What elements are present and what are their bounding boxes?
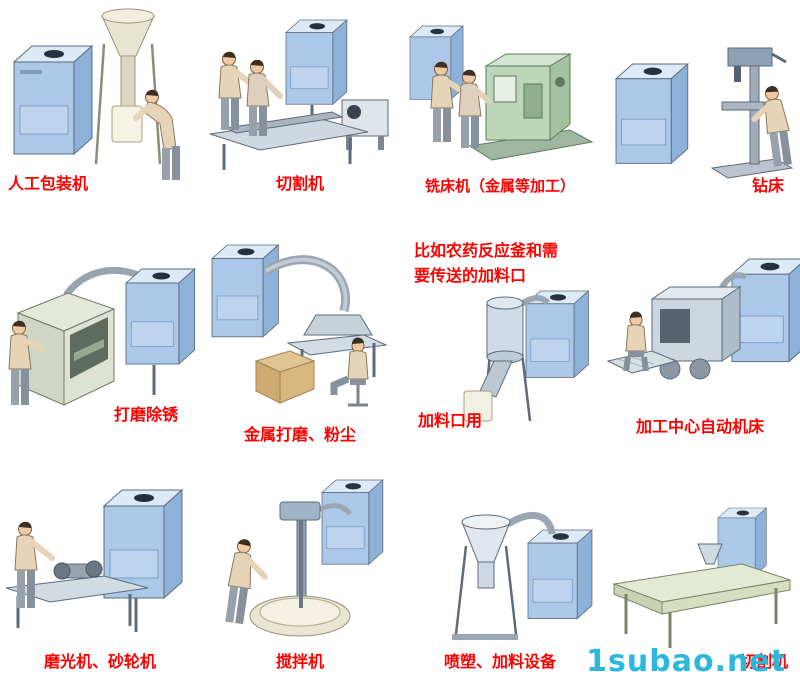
panel-spray-feeder: 喷塑、加料设备	[400, 466, 600, 689]
panel-label: 加料口用	[418, 410, 483, 430]
manual-packing-illustration	[12, 8, 180, 180]
duct-pipe	[316, 503, 352, 516]
worker-figure	[430, 61, 467, 142]
dust-collector-icon	[730, 258, 800, 363]
panel-polisher-grinder: 磨光机、砂轮机	[0, 466, 200, 689]
cutting-machine-illustration	[209, 19, 389, 170]
panel-mixer: 搅拌机	[200, 466, 400, 689]
panel-label: 加工中心自动机床	[635, 416, 765, 436]
dust-collector-icon	[124, 268, 196, 366]
cutting-table-illustration	[612, 507, 791, 648]
panel-metal-grinding: 金属打磨、粉尘	[200, 233, 400, 466]
dust-collector-icon	[284, 19, 348, 106]
panel-label: 人工包装机	[8, 173, 89, 193]
dust-collector-icon	[12, 44, 94, 156]
worker-figure	[133, 89, 180, 180]
panel-note: 比如农药反应釜和需要传送的加料口	[414, 241, 559, 285]
dust-collector-icon	[320, 479, 384, 566]
feeding-port-illustration	[463, 290, 590, 422]
worker-figure	[246, 59, 283, 136]
panel-milling-machine: 铣床机（金属等加工）	[400, 0, 600, 233]
cutting-table	[612, 563, 791, 648]
work-bench	[5, 575, 149, 628]
duct-pipe	[506, 511, 556, 535]
spray-feeder-illustration	[452, 511, 594, 640]
panel-machining-center: 加工中心自动机床	[600, 233, 800, 466]
spray-feeder	[452, 514, 518, 640]
machining-center-illustration	[606, 258, 800, 380]
seated-worker-figure	[623, 311, 649, 372]
duct-pipe	[63, 266, 140, 298]
bench-grinder	[53, 560, 103, 580]
panel-label: 搅拌机	[275, 651, 325, 671]
worker-figure	[458, 69, 493, 148]
drill-press	[710, 47, 794, 179]
seated-worker-figure	[330, 337, 369, 407]
worker-figure	[14, 521, 55, 608]
panel-drill-press: 钻床	[600, 0, 800, 233]
panel-cutting-machine-2: 切割机	[600, 466, 800, 689]
worker-figure	[218, 51, 257, 130]
panel-feeding-port: 比如农药反应釜和需要传送的加料口 加料口用	[400, 233, 600, 466]
watermark: 1subao.net	[586, 644, 786, 679]
milling-machine-illustration	[409, 25, 594, 161]
feed-funnel	[697, 543, 723, 565]
worker-figure	[751, 86, 792, 167]
panel-label: 磨光机、砂轮机	[43, 651, 157, 671]
mixer-machine	[249, 501, 351, 637]
panel-label: 钻床	[751, 175, 784, 195]
dust-collector-icon	[210, 244, 280, 338]
panel-label: 切割机	[739, 651, 788, 671]
dust-collector-icon	[526, 529, 594, 620]
panel-label: 铣床机（金属等加工）	[424, 177, 576, 195]
cardboard-box	[254, 350, 316, 404]
panel-label: 金属打磨、粉尘	[243, 424, 357, 444]
worker-figure	[8, 320, 45, 405]
panel-cutting-machine-1: 切割机	[200, 0, 400, 233]
panel-manual-packing: 人工包装机	[0, 0, 200, 233]
panel-label: 切割机	[275, 173, 325, 193]
hopper-tower	[94, 8, 162, 165]
milling-machine	[468, 53, 594, 161]
panel-rust-removal: 打磨除锈	[0, 233, 200, 466]
dust-collector-icon	[524, 290, 590, 379]
panel-label: 打磨除锈	[113, 404, 178, 424]
feeder-machine	[463, 296, 532, 422]
mixer-illustration	[225, 479, 384, 637]
blast-booth	[16, 292, 116, 406]
dust-collector-icon	[614, 62, 689, 165]
polisher-grinder-illustration	[5, 488, 184, 632]
worker-figure	[225, 539, 268, 625]
panel-label: 喷塑、加料设备	[443, 651, 557, 671]
drill-press-illustration	[614, 47, 794, 179]
rust-removal-illustration	[8, 266, 196, 406]
metal-grinding-illustration	[210, 244, 388, 407]
